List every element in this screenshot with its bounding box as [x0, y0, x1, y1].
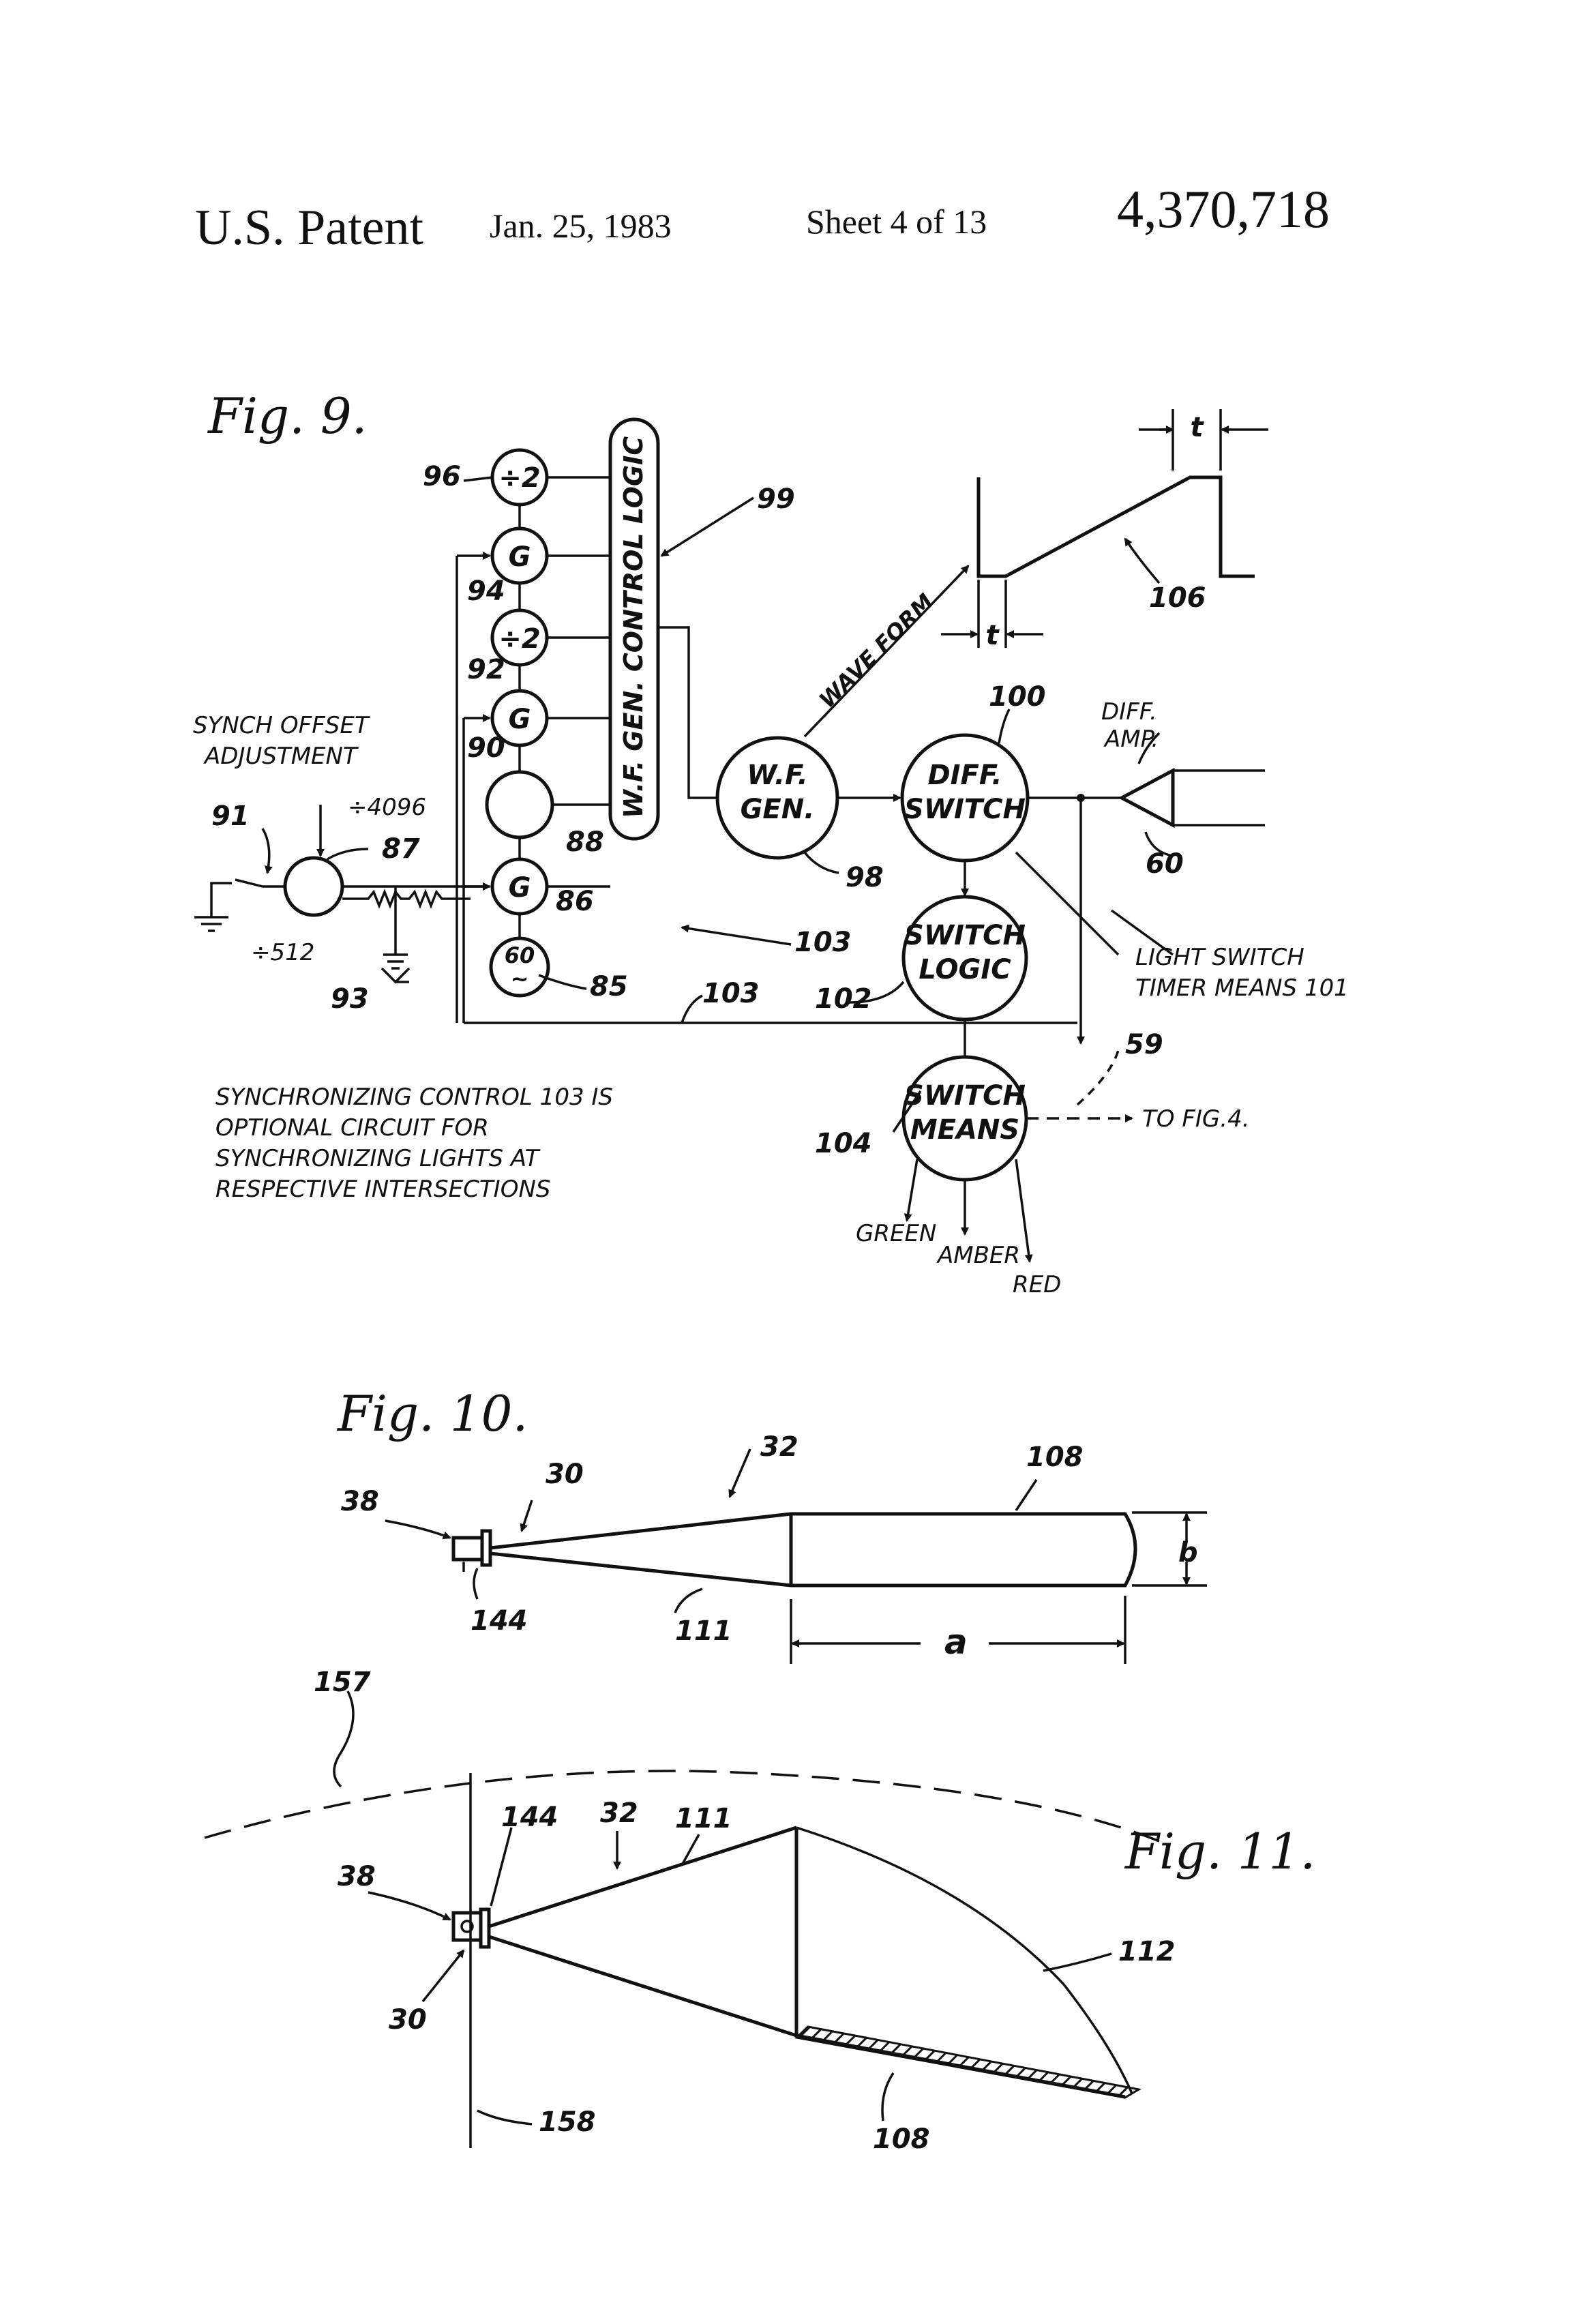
fig11: Fig. 11. 157 38 144 32 111 112 30 158 10…	[204, 1667, 1315, 2155]
synch-offset-label-1: SYNCH OFFSET	[193, 712, 370, 739]
t-top-label: t	[1190, 412, 1204, 443]
diff-amp-label-2: AMP.	[1103, 726, 1159, 753]
note-line-3: SYNCHRONIZING LIGHTS AT	[215, 1145, 541, 1172]
fig11-reflector	[488, 1826, 1126, 2099]
note-line-4: RESPECTIVE INTERSECTIONS	[215, 1176, 550, 1203]
oscillator-85-label-bottom: ~	[511, 966, 529, 992]
light-switch-label-2: TIMER MEANS 101	[1135, 974, 1349, 1002]
divider-96-label: ÷2	[498, 462, 540, 494]
fig11-ref-30: 30	[389, 2004, 427, 2036]
fig11-ref-111: 111	[675, 1803, 732, 1834]
red-output-label: RED	[1013, 1271, 1061, 1298]
ref-98: 98	[846, 862, 884, 893]
fig11-ref-157: 157	[314, 1667, 371, 1698]
ref-91: 91	[211, 801, 250, 832]
hatched-section-108	[794, 2025, 1142, 2099]
ref-103b: 103	[702, 978, 760, 1009]
ref-96: 96	[423, 461, 461, 492]
fig9-title: Fig. 9.	[207, 387, 368, 445]
ref-102: 102	[815, 983, 872, 1015]
ref-90: 90	[467, 732, 505, 764]
oscillator-85-label-top: 60	[505, 942, 535, 968]
to-fig4-label: TO FIG.4.	[1142, 1105, 1250, 1133]
synch-offset-adjuster	[283, 856, 344, 917]
switch-logic-label-2: LOGIC	[919, 954, 1011, 985]
gate-86-label: G	[509, 872, 531, 904]
wave-form-label: WAVE FORM	[814, 589, 939, 713]
diff-amp-label-1: DIFF.	[1101, 698, 1157, 726]
fig9: Fig. 9. ÷2 G ÷2 G G 60 ~ W.F. GEN. CONTR…	[193, 387, 1349, 1298]
divider-88	[485, 770, 554, 839]
ref-85: 85	[590, 971, 628, 1002]
ref-59: 59	[1125, 1029, 1163, 1060]
wf-gen-control-logic	[608, 417, 660, 841]
sheet-number: Sheet 4 of 13	[806, 203, 987, 241]
div4096-label: ÷4096	[348, 794, 426, 821]
fig11-ref-158: 158	[539, 2106, 596, 2138]
fig11-ref-112: 112	[1118, 1936, 1176, 1967]
ref-100: 100	[989, 681, 1046, 713]
note-line-2: OPTIONAL CIRCUIT FOR	[215, 1114, 489, 1142]
fig10-ref-111: 111	[675, 1615, 732, 1647]
light-switch-label-1: LIGHT SWITCH	[1135, 944, 1304, 971]
ref-88: 88	[566, 826, 604, 858]
t-bottom-label: t	[985, 620, 1000, 651]
diff-amp-60	[1118, 767, 1175, 829]
ref-92: 92	[467, 654, 505, 685]
patent-date: Jan. 25, 1983	[490, 207, 672, 245]
ref-86: 86	[556, 886, 594, 917]
reflector-30	[490, 1512, 1137, 1588]
fig10-title: Fig. 10.	[336, 1385, 528, 1442]
wf-generator-label-2: GEN.	[741, 794, 815, 825]
fig10-ref-30: 30	[546, 1459, 584, 1490]
fig10: Fig. 10. b a 38 30 32 108 144 111	[336, 1385, 1207, 1664]
fig10-ref-38: 38	[341, 1486, 379, 1517]
ref-93: 93	[331, 983, 369, 1015]
synch-offset-label-2: ADJUSTMENT	[203, 743, 359, 770]
arc-157	[204, 1770, 1160, 1843]
wf-gen-control-logic-label: W.F. GEN. CONTROL LOGIC	[618, 436, 648, 818]
bracket-38	[451, 1536, 484, 1562]
ref-60: 60	[1146, 848, 1184, 880]
gate-94-label: G	[509, 541, 531, 573]
div512-label: ÷512	[251, 939, 314, 966]
ref-87: 87	[382, 833, 420, 865]
fig11-title: Fig. 11.	[1124, 1823, 1315, 1880]
diff-switch-label-2: SWITCH	[904, 794, 1026, 825]
ref-94: 94	[467, 576, 505, 607]
fig11-ref-38: 38	[338, 1861, 376, 1892]
fig10-ref-32: 32	[760, 1431, 799, 1463]
switch-means-label-1: SWITCH	[904, 1080, 1026, 1112]
ref-103a: 103	[794, 927, 852, 958]
patent-number: 4,370,718	[1117, 179, 1330, 239]
fig10-ref-144: 144	[471, 1605, 528, 1637]
switch-means-label-2: MEANS	[910, 1114, 1019, 1146]
fig11-ref-108: 108	[873, 2124, 930, 2155]
dim-a: a	[944, 1622, 968, 1662]
gate-90-label: G	[509, 704, 531, 735]
fig11-ref-32: 32	[600, 1798, 638, 1829]
ref-104: 104	[815, 1128, 872, 1159]
amber-output-label: AMBER	[936, 1242, 1020, 1269]
diff-switch-label-1: DIFF.	[927, 760, 1002, 791]
ref-106: 106	[1149, 582, 1206, 614]
note-line-1: SYNCHRONIZING CONTROL 103 IS	[215, 1084, 613, 1111]
ref-99: 99	[757, 483, 795, 515]
fig11-bracket-38	[451, 1911, 483, 1942]
wf-generator-label-1: W.F.	[747, 760, 808, 791]
switch-logic-label-1: SWITCH	[904, 920, 1026, 951]
fig10-ref-108: 108	[1026, 1442, 1084, 1473]
divider-92-label: ÷2	[498, 623, 540, 655]
waveform-106	[976, 475, 1255, 578]
fig11-ref-144: 144	[501, 1802, 558, 1833]
dim-b: b	[1178, 1537, 1198, 1568]
green-output-label: GREEN	[856, 1220, 936, 1247]
patent-title: U.S. Patent	[195, 200, 424, 256]
